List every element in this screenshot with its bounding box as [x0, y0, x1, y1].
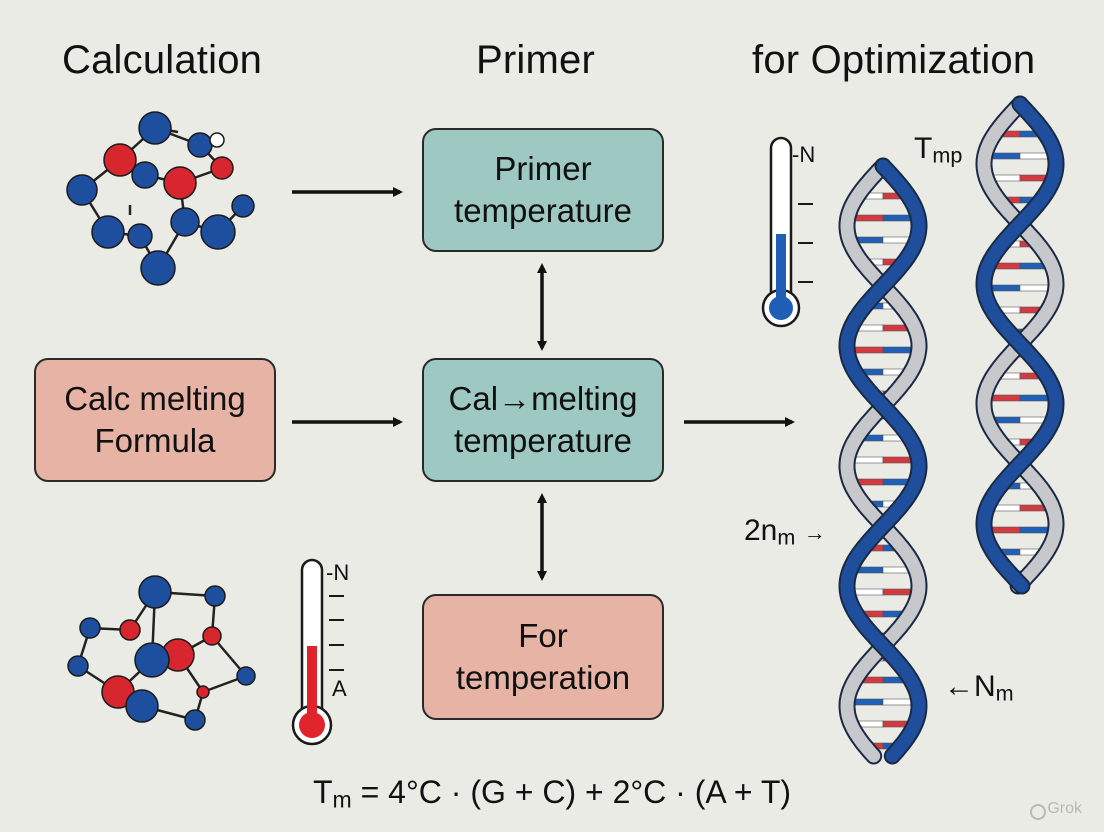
box-primer-temperature-line2: temperature	[454, 192, 632, 229]
box-calc-melting-formula: Calc melting Formula	[34, 358, 276, 482]
label-tmp-main: T	[914, 132, 933, 165]
thermometer-top-label: -N	[792, 142, 816, 167]
thermometer-bottom-label-top: -N	[326, 560, 350, 585]
box-cal-melting-line1: Cal→melting	[448, 379, 638, 417]
box-calc-melting-line1: Calc melting	[64, 379, 246, 417]
formula-lhs-main: T	[312, 774, 333, 810]
header-for-optimization: for Optimization	[752, 38, 1036, 82]
label-nm-sub: m	[995, 680, 1014, 706]
molecule-top-atoms	[66, 111, 255, 286]
dna-helix-right-icon	[975, 95, 1065, 595]
dna-strand-gray	[840, 159, 926, 763]
melting-temperature-formula: Tm = 4°C · (G + C) + 2°C · (A + T)	[0, 774, 1104, 814]
watermark-icon	[1030, 804, 1046, 820]
header-primer: Primer	[476, 38, 595, 82]
box-cal-melting-line2: temperature	[454, 422, 632, 459]
thermometer-top-icon	[761, 136, 813, 328]
thermometer-bottom-fill	[307, 646, 317, 722]
label-2nm-arrow: →	[803, 520, 826, 545]
label-nm-arrow: ←	[944, 670, 974, 703]
box-calc-melting-line2: Formula	[94, 422, 216, 459]
header-calculation: Calculation	[62, 38, 263, 82]
thermometer-bottom-icon	[291, 558, 344, 746]
box-primer-temperature-line1: Primer	[494, 149, 592, 187]
label-tmp-sub: mp	[932, 142, 963, 168]
box-for-temperation-line1: For	[518, 616, 568, 654]
dna-strand-blue	[977, 97, 1063, 593]
dna-strand-blue	[840, 159, 926, 763]
watermark-text: Grok	[1047, 800, 1082, 817]
label-nm-main: N	[974, 670, 996, 703]
box-for-temperation-line2: temperation	[455, 659, 631, 696]
label-2nm: 2nm →	[744, 514, 826, 550]
box-cal-melting-temperature: Cal→melting temperature	[422, 358, 664, 482]
molecule-bottom-atoms	[67, 575, 256, 731]
formula-rhs: = 4°C · (G + C) + 2°C · (A + T)	[351, 774, 792, 810]
dna-helix-main-icon	[838, 157, 928, 765]
thermometer-bottom-label-bottom: A	[332, 676, 347, 701]
label-tmp: Tmp	[914, 132, 962, 168]
box-for-temperation: For temperation	[422, 594, 664, 720]
box-primer-temperature: Primer temperature	[422, 128, 664, 252]
label-2nm-sub: m	[777, 524, 796, 550]
thermometer-top-fill	[776, 234, 786, 306]
label-nm: ←Nm	[944, 670, 1014, 706]
formula-lhs-sub: m	[332, 786, 352, 813]
label-2nm-main: 2n	[744, 514, 778, 547]
